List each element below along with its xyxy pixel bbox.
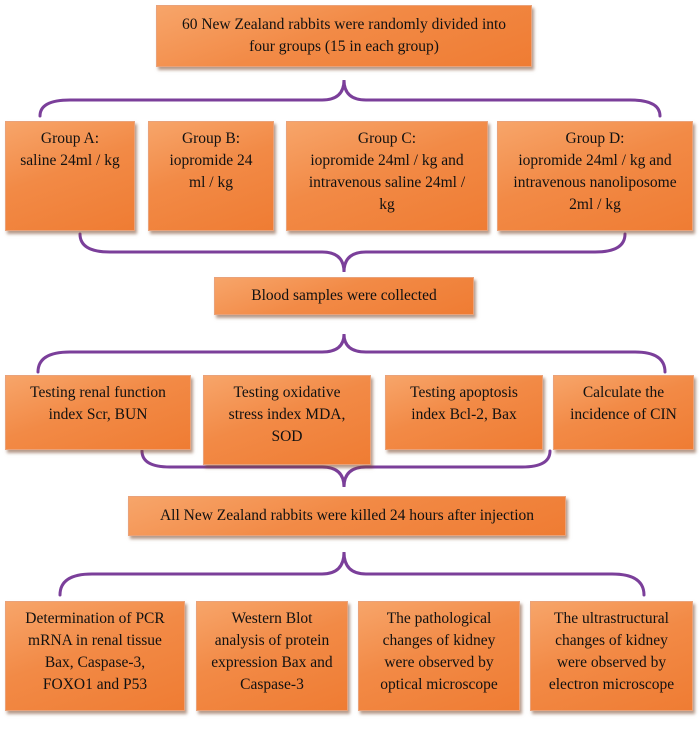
analysis-western-blot-box: Western Blot analysis of protein express…: [196, 601, 348, 711]
test-renal-function-box: Testing renal function index Scr, BUN: [5, 375, 191, 450]
brace-merge-groups: [78, 232, 627, 273]
group-d-box: Group D: iopromide 24ml / kg and intrave…: [497, 121, 693, 231]
analysis-pathology-box: The pathological changes of kidney were …: [358, 601, 520, 711]
brace-split-tests: [36, 333, 667, 374]
title-box: 60 New Zealand rabbits were randomly div…: [156, 5, 532, 67]
analysis-pcr-box: Determination of PCR mRNA in renal tissu…: [5, 601, 185, 711]
group-c-box: Group C: iopromide 24ml / kg and intrave…: [286, 121, 488, 231]
rabbits-killed-box: All New Zealand rabbits were killed 24 h…: [128, 496, 566, 536]
blood-samples-box: Blood samples were collected: [214, 277, 474, 315]
brace-merge-tests: [140, 449, 552, 488]
group-b-box: Group B: iopromide 24 ml / kg: [148, 121, 274, 231]
brace-split-groups: [38, 79, 662, 118]
brace-split-analyses: [58, 551, 646, 597]
cin-incidence-box: Calculate the incidence of CIN: [553, 375, 694, 450]
test-apoptosis-box: Testing apoptosis index Bcl-2, Bax: [385, 375, 543, 450]
test-oxidative-stress-box: Testing oxidative stress index MDA, SOD: [203, 375, 371, 465]
group-a-box: Group A: saline 24ml / kg: [5, 121, 135, 231]
analysis-ultrastructure-box: The ultrastructural changes of kidney we…: [530, 601, 693, 711]
